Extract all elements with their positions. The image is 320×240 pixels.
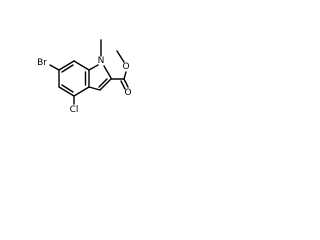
substituent-bonds [49, 39, 129, 105]
bond-carbonyl-o [123, 78, 129, 88]
bond-carbonyl-o-double [120, 80, 126, 90]
bond-c5-c4-inner [61, 84, 74, 93]
bond-c6-br [49, 64, 60, 71]
bond-o-methyl [116, 50, 125, 63]
benzene-ring-bonds [58, 60, 90, 97]
ester-oxygen-label: O [122, 62, 129, 72]
nitrogen-label: N [98, 56, 105, 66]
bond-c7-c6-inner [61, 64, 74, 73]
bond-c2-c3 [99, 78, 112, 91]
bond-carboxyl-o-ester [123, 71, 127, 80]
bond-c7-c6 [58, 60, 75, 71]
pyrrole-ring-bonds [88, 64, 112, 91]
bond-c4-c3a [73, 86, 90, 97]
carbonyl-oxygen-label: O [124, 88, 131, 98]
chlorine-label: Cl [70, 105, 79, 115]
bond-c2-c3-inner [98, 78, 108, 88]
molecule-structure: Br Cl N O O [37, 39, 132, 115]
bond-c7a-c7 [73, 60, 90, 71]
bond-c3-c3a [88, 86, 101, 91]
bromine-label: Br [37, 58, 47, 68]
bond-c5-c4 [58, 86, 75, 97]
bond-c7a-n1 [88, 64, 99, 71]
bond-n1-c2 [103, 65, 112, 79]
